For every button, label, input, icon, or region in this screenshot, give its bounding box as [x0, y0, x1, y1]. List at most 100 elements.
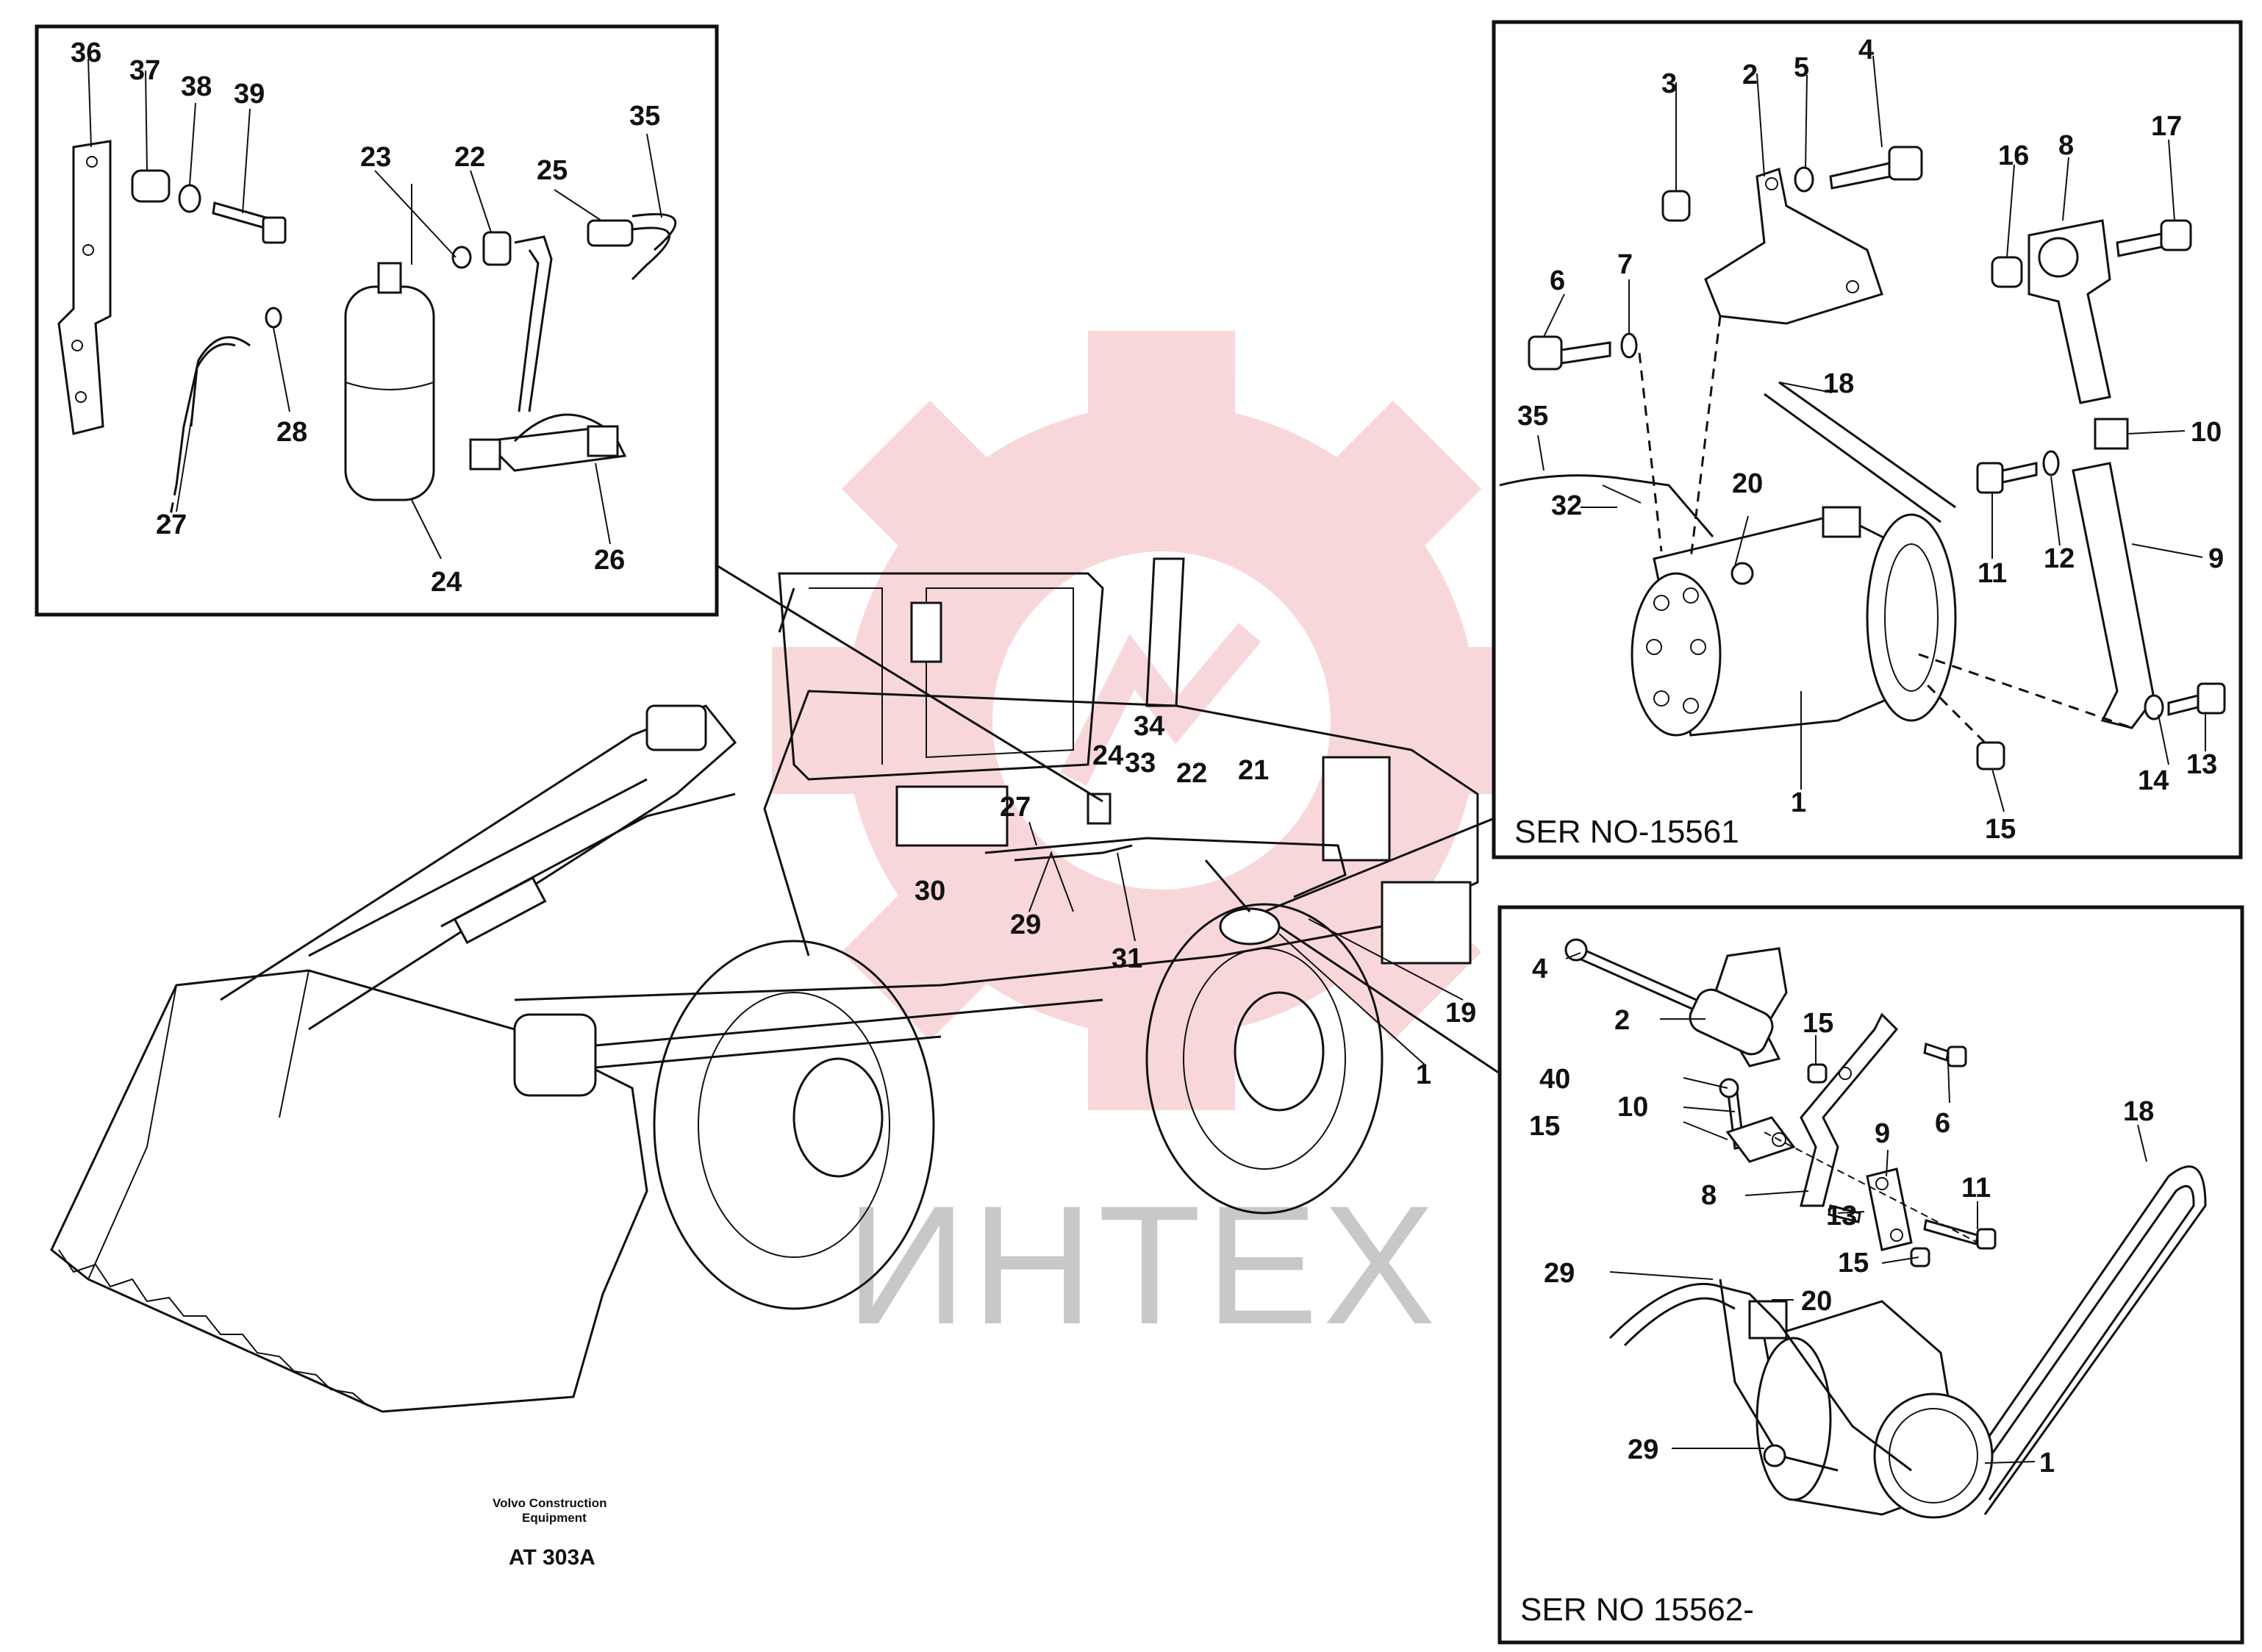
br-label-15-bottom: 15 [1838, 1248, 1869, 1279]
bracket-36 [57, 140, 112, 435]
tl-label-36: 36 [71, 37, 101, 68]
tr-label-9: 9 [2208, 543, 2224, 574]
tl-label-37: 37 [129, 55, 160, 86]
tl-label-26: 26 [594, 545, 625, 576]
tr-label-35: 35 [1517, 401, 1548, 432]
tr-label-32: 32 [1551, 490, 1582, 521]
bracket-8 [1800, 1012, 1899, 1207]
footer: Volvo Construction Equipment AT 303A [493, 1496, 607, 1570]
spacer-16 [1991, 256, 2023, 288]
bolt-6 [1923, 1043, 1950, 1062]
tr-label-11: 11 [1978, 558, 2007, 589]
tr-label-1: 1 [1791, 787, 1806, 818]
br-label-13: 13 [1826, 1201, 1857, 1231]
tl-label-22: 22 [454, 142, 485, 173]
washer-5 [1794, 166, 1814, 193]
tr-label-4: 4 [1858, 35, 1874, 65]
machine-label-30: 30 [915, 876, 945, 907]
ac-hose-22 [984, 837, 1347, 898]
hose-right [514, 235, 553, 412]
bolt-11 [1976, 462, 2004, 494]
tr-label-18: 18 [1823, 368, 1854, 399]
hose-29 [1608, 1282, 1912, 1472]
tr-serial-number: SER NO-15561 [1514, 814, 1739, 850]
washer-14 [2144, 694, 2164, 720]
block-10 [2094, 418, 2129, 450]
panel-top-right: 3 2 5 4 16 8 17 6 7 18 35 10 32 20 11 12… [1492, 20, 2243, 859]
tl-label-38: 38 [181, 71, 212, 102]
tr-label-3: 3 [1661, 68, 1677, 99]
rear-wheel [1145, 903, 1384, 1215]
nut-15-lower [1910, 1247, 1930, 1267]
machine-label-19: 19 [1445, 998, 1476, 1029]
compressor-1 [1748, 1300, 1994, 1519]
tl-label-28: 28 [276, 417, 307, 448]
watermark: ИНТЕХ [772, 331, 1551, 1359]
spacer-37 [131, 169, 171, 203]
machine-label-33: 33 [1125, 748, 1156, 779]
panel-bottom-right: 4 2 15 40 10 15 6 9 18 8 13 11 15 29 20 … [1497, 905, 2244, 1645]
nut-22 [482, 231, 512, 266]
tr-label-20: 20 [1732, 468, 1763, 499]
tl-label-27: 27 [156, 509, 187, 540]
belt-18 [1954, 1165, 2207, 1515]
tr-label-15: 15 [1985, 814, 2016, 845]
tr-label-17: 17 [2151, 111, 2182, 142]
washer-12 [2042, 450, 2060, 476]
br-label-8: 8 [1701, 1180, 1717, 1211]
front-wheel [653, 940, 935, 1310]
br-label-11: 11 [1961, 1173, 1991, 1204]
connector-25 [587, 219, 634, 247]
tl-label-39: 39 [234, 79, 265, 110]
tl-label-24: 24 [431, 567, 462, 598]
br-label-15: 15 [1803, 1008, 1833, 1039]
tr-label-12: 12 [2044, 543, 2075, 574]
belt-18 [1764, 381, 1956, 523]
br-label-18: 18 [2123, 1096, 2154, 1127]
tr-label-16: 16 [1998, 140, 2029, 171]
cab [778, 572, 1104, 781]
br-label-9: 9 [1875, 1118, 1890, 1149]
brand-line-2: Equipment [522, 1511, 587, 1525]
br-label-4: 4 [1532, 954, 1547, 984]
br-serial-number: SER NO 15562- [1520, 1592, 1754, 1628]
washer-7 [1620, 332, 1638, 359]
tr-label-2: 2 [1742, 60, 1758, 90]
washer-38 [178, 184, 201, 213]
bolt-11 [1923, 1219, 1979, 1245]
watermark-text: ИНТЕХ [845, 1170, 1440, 1359]
tl-label-25: 25 [537, 155, 568, 186]
machine-label-29: 29 [1010, 909, 1041, 940]
br-label-6: 6 [1935, 1108, 1950, 1139]
tl-label-23: 23 [360, 142, 391, 173]
bolt-6 [1528, 335, 1563, 371]
br-label-20: 20 [1801, 1286, 1832, 1317]
machine-label-34: 34 [1134, 711, 1164, 742]
component-30 [895, 785, 1009, 847]
cable-35 [1499, 474, 1714, 537]
arm-9 [2072, 462, 2155, 729]
hose-27 [175, 336, 251, 486]
br-label-1: 1 [2039, 1448, 2055, 1478]
nut-15 [1807, 1063, 1828, 1084]
compressor-1 [1631, 506, 1957, 737]
bucket [50, 969, 648, 1413]
wheel-loader-illustration [50, 557, 1500, 1413]
spacer-3 [1661, 190, 1691, 222]
drawing-code: AT 303A [509, 1545, 595, 1570]
brand-line-1: Volvo Construction [493, 1496, 607, 1510]
compressor-1 [1219, 907, 1281, 945]
panel-top-left: 36 37 38 39 23 22 25 35 27 28 24 26 [35, 24, 719, 617]
tr-label-10: 10 [2191, 417, 2222, 448]
machine-label-27: 27 [1000, 792, 1031, 823]
machine-frame [514, 690, 1479, 1001]
tr-label-13: 13 [2186, 749, 2217, 780]
tr-label-8: 8 [2058, 130, 2074, 161]
machine-label-31: 31 [1112, 943, 1142, 974]
bolt-13 [1828, 1204, 1861, 1223]
machine-label-24: 24 [1092, 740, 1123, 771]
br-label-10: 10 [1617, 1092, 1648, 1123]
br-label-15-left: 15 [1529, 1111, 1560, 1142]
nut-15 [1976, 741, 2005, 770]
